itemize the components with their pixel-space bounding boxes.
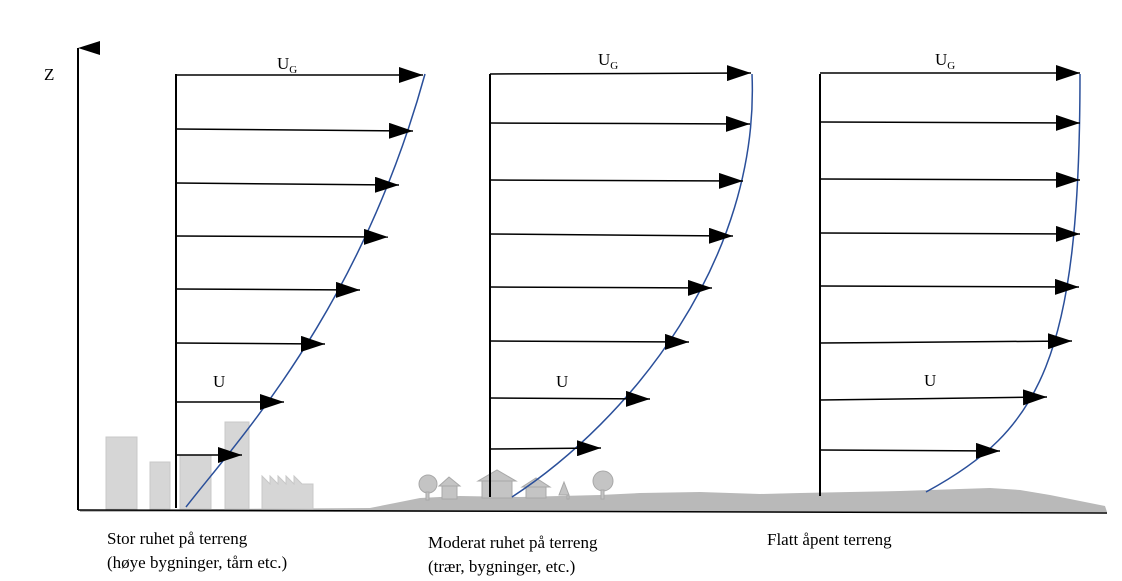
caption-line: Flatt åpent terreng xyxy=(767,530,892,549)
wind-arrow xyxy=(819,278,1080,295)
wind-arrow xyxy=(819,333,1073,350)
caption-moderate-terrain: Moderat ruhet på terreng (trær, bygninge… xyxy=(428,531,597,579)
wind-profile-curve xyxy=(185,73,426,508)
wind-arrow xyxy=(489,440,602,457)
caption-rough-terrain: Stor ruhet på terreng (høye bygninger, t… xyxy=(107,527,287,575)
caption-line: Stor ruhet på terreng xyxy=(107,529,248,548)
wind-arrow xyxy=(489,65,752,82)
wind-arrow xyxy=(819,225,1081,242)
wind-arrow xyxy=(489,227,734,244)
wind-profile-curve xyxy=(925,73,1081,493)
wind-arrow xyxy=(819,114,1081,131)
profile-rough-terrain: UG U xyxy=(175,54,426,508)
wind-arrow xyxy=(489,390,651,407)
wind-arrow xyxy=(489,115,751,132)
wind-arrow xyxy=(175,122,414,139)
gradient-wind-label: UG xyxy=(935,50,955,72)
ground-baseline xyxy=(77,509,1108,514)
wind-speed-label: U xyxy=(556,372,568,391)
caption-line: (høye bygninger, tårn etc.) xyxy=(107,553,288,572)
gradient-wind-label: UG xyxy=(598,50,618,72)
caption-flat-terrain: Flatt åpent terreng xyxy=(767,528,892,552)
wind-arrow xyxy=(819,389,1048,406)
wind-arrow xyxy=(489,172,744,189)
wind-speed-label: U xyxy=(213,372,225,391)
wind-arrow xyxy=(489,279,713,296)
wind-speed-label: U xyxy=(924,371,936,390)
ground-terrain xyxy=(80,488,1107,512)
wind-arrow xyxy=(175,228,389,245)
wind-arrow xyxy=(489,333,690,350)
wind-arrow xyxy=(819,171,1081,188)
wind-arrow xyxy=(175,281,361,298)
gradient-wind-label: UG xyxy=(277,54,297,76)
z-axis-label: Z xyxy=(44,65,54,84)
wind-profile-curve xyxy=(511,73,754,498)
caption-line: Moderat ruhet på terreng xyxy=(428,533,598,552)
village-trees-houses xyxy=(418,469,614,501)
wind-arrow xyxy=(175,176,400,193)
caption-line: (trær, bygninger, etc.) xyxy=(428,557,576,576)
wind-arrow xyxy=(819,442,1001,459)
wind-arrow xyxy=(175,335,326,352)
profile-flat-terrain: UG U xyxy=(819,50,1081,496)
profile-moderate-terrain: UG U xyxy=(489,50,754,498)
city-buildings xyxy=(105,421,314,510)
